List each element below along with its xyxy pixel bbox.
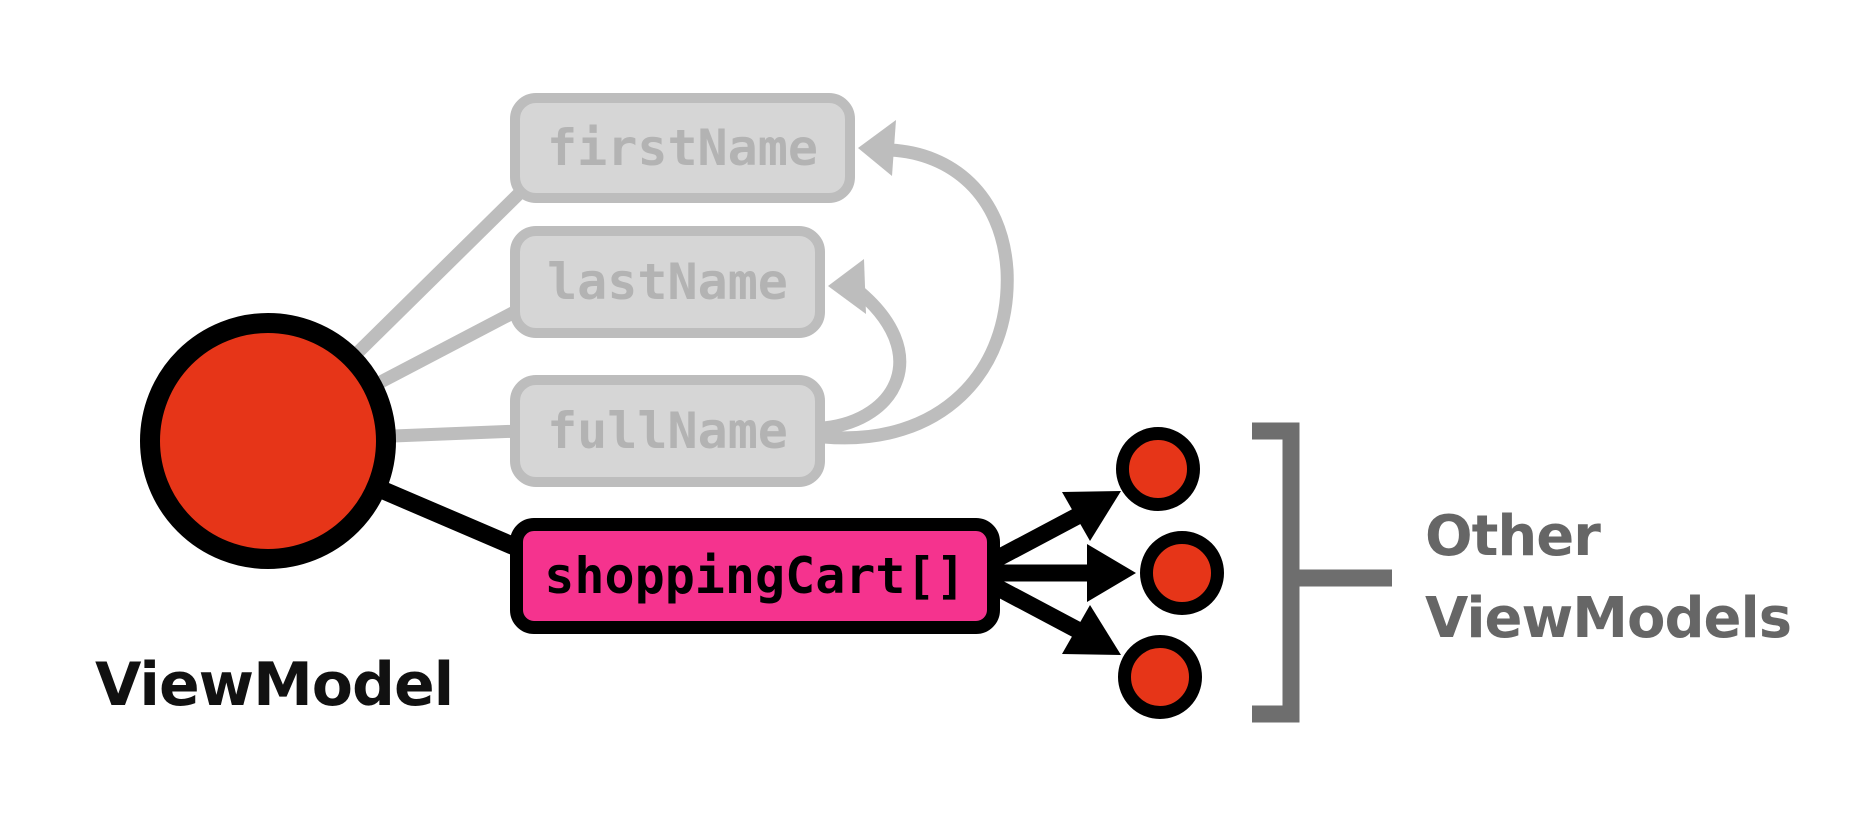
other-viewmodels-label-line2: ViewModels: [1425, 586, 1792, 651]
property-label-fullname: fullName: [547, 402, 788, 460]
arrowhead-bottom-icon: [1062, 605, 1121, 655]
property-label-shoppingcart: shoppingCart[]: [544, 547, 966, 605]
property-box-lastname: lastName: [510, 226, 825, 338]
property-box-firstname: firstName: [510, 93, 855, 203]
other-viewmodels-label-line1: Other: [1425, 504, 1601, 569]
arrowhead-to-firstname-icon: [858, 120, 896, 176]
bracket-icon: [1252, 422, 1300, 723]
other-viewmodel-node-3: [1118, 635, 1202, 719]
arrowhead-middle-icon: [1087, 544, 1136, 602]
arrow-shaft-top: [981, 504, 1089, 573]
viewmodel-node-circle: [140, 313, 396, 569]
property-label-firstname: firstName: [547, 119, 818, 177]
arrowhead-top-icon: [1062, 491, 1121, 541]
property-box-shoppingcart: shoppingCart[]: [510, 518, 1000, 634]
arc-fullname-to-firstname: [823, 143, 1014, 445]
arrow-shaft-bottom: [981, 573, 1089, 642]
viewmodel-label: ViewModel: [95, 650, 454, 720]
property-box-fullname: fullName: [510, 375, 825, 487]
other-viewmodel-node-1: [1116, 427, 1200, 511]
other-viewmodels-label: Other ViewModels: [1425, 496, 1792, 660]
property-label-lastname: lastName: [547, 253, 788, 311]
arrowhead-to-lastname-icon: [828, 259, 866, 314]
other-viewmodel-node-2: [1140, 531, 1224, 615]
arc-fullname-to-lastname: [823, 283, 907, 435]
